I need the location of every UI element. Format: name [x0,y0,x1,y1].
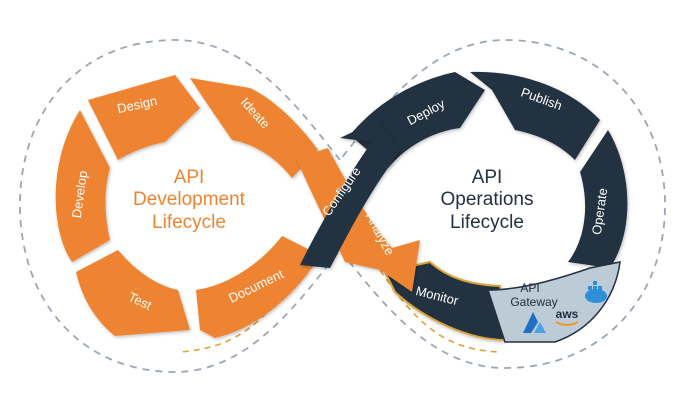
gateway-label-line2: Gateway [510,295,557,309]
segment-operate [568,130,628,268]
segment-configure [300,120,400,268]
azure-logo-icon [523,312,546,333]
label-develop: Develop [69,170,90,219]
aws-logo-icon: aws [555,307,579,326]
docker-logo-icon [585,281,607,303]
segment-analyze [296,148,420,292]
dev-title-line1: API [174,167,205,188]
dev-title-line2: Development [133,189,246,210]
dev-ring [55,75,320,338]
dev-cycle-title: API Development Lifecycle [133,167,246,233]
api-gateway-panel: API Gateway aws [486,261,621,343]
segment-develop [55,110,110,262]
segment-document [196,236,320,338]
segment-test [76,250,190,336]
dev-title-line3: Lifecycle [152,212,226,233]
aws-logo-text: aws [556,307,579,321]
segment-publish [470,71,600,160]
segment-ideate [190,78,318,178]
gateway-label-line1: API [520,281,539,295]
ops-cycle-title: API Operations Lifecycle [441,167,534,233]
label-operate: Operate [589,187,610,236]
ops-title-line2: Operations [441,189,534,210]
ops-title-line1: API [472,167,503,188]
segment-design [88,75,200,160]
ops-title-line3: Lifecycle [450,212,524,233]
bridge [296,120,420,292]
